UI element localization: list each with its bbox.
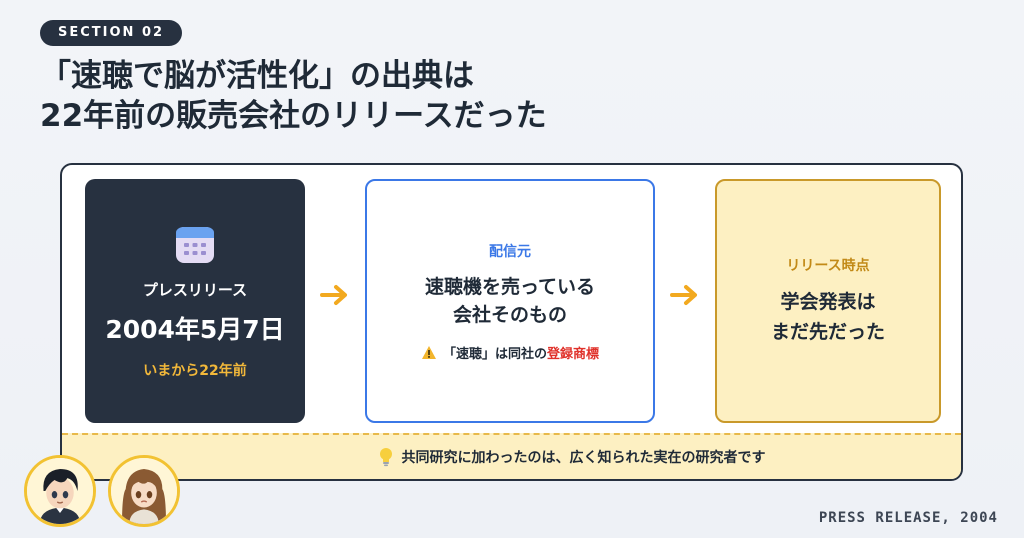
arrow-right-icon [670, 285, 697, 305]
timeline-panel: プレスリリース 2004年5月7日 いまから22年前 配信元 速聴機を売っている… [60, 163, 963, 481]
page-title-line-1: 「速聴で脳が活性化」の出典は [40, 58, 474, 94]
press-release-date: 2004年5月7日 [105, 314, 285, 344]
distributor-line-1: 速聴機を売っている [424, 275, 596, 298]
release-timing-line-2: まだ先だった [770, 321, 885, 343]
girl-character-icon [111, 458, 177, 524]
tip-strip: 共同研究に加わったのは、広く知られた実在の研究者です [62, 433, 961, 479]
page-title: 「速聴で脳が活性化」の出典は 22年前の販売会社のリリースだった [40, 56, 940, 136]
arrow-right-icon [320, 285, 347, 305]
release-timing-description: 学会発表は まだ先だった [771, 287, 885, 347]
boy-character-icon [27, 458, 93, 524]
footer-label: PRESS RELEASE, 2004 [818, 510, 998, 526]
tip: 共同研究に加わったのは、広く知られた実在の研究者です [378, 447, 766, 467]
page-title-line-2: 22年前の販売会社のリリースだった [40, 98, 547, 134]
trademark-note-text: 「速聴」は同社の [442, 346, 547, 362]
warning-icon [421, 345, 436, 359]
calendar-icon [176, 226, 214, 263]
distributor-label: 配信元 [489, 243, 531, 260]
release-timing-card: リリース時点 学会発表は まだ先だった [715, 179, 941, 423]
distributor-card: 配信元 速聴機を売っている 会社そのもの 「速聴」は同社の登録商標 [365, 179, 655, 423]
distributor-line-2: 会社そのもの [452, 303, 567, 326]
lightbulb-icon [379, 448, 392, 467]
tip-text: 共同研究に加わったのは、広く知られた実在の研究者です [401, 450, 766, 466]
avatar [24, 455, 96, 527]
distributor-description: 速聴機を売っている 会社そのもの [425, 273, 595, 329]
trademark-highlight: 登録商標 [547, 346, 600, 362]
release-timing-label: リリース時点 [786, 258, 870, 274]
release-timing-line-1: 学会発表は [780, 291, 876, 313]
avatar [108, 455, 180, 527]
section-badge: SECTION 02 [40, 20, 183, 46]
press-release-date-card: プレスリリース 2004年5月7日 いまから22年前 [85, 179, 305, 423]
years-ago-note: いまから22年前 [143, 362, 247, 379]
press-release-label: プレスリリース [142, 280, 248, 299]
trademark-note: 「速聴」は同社の登録商標 [421, 343, 599, 362]
